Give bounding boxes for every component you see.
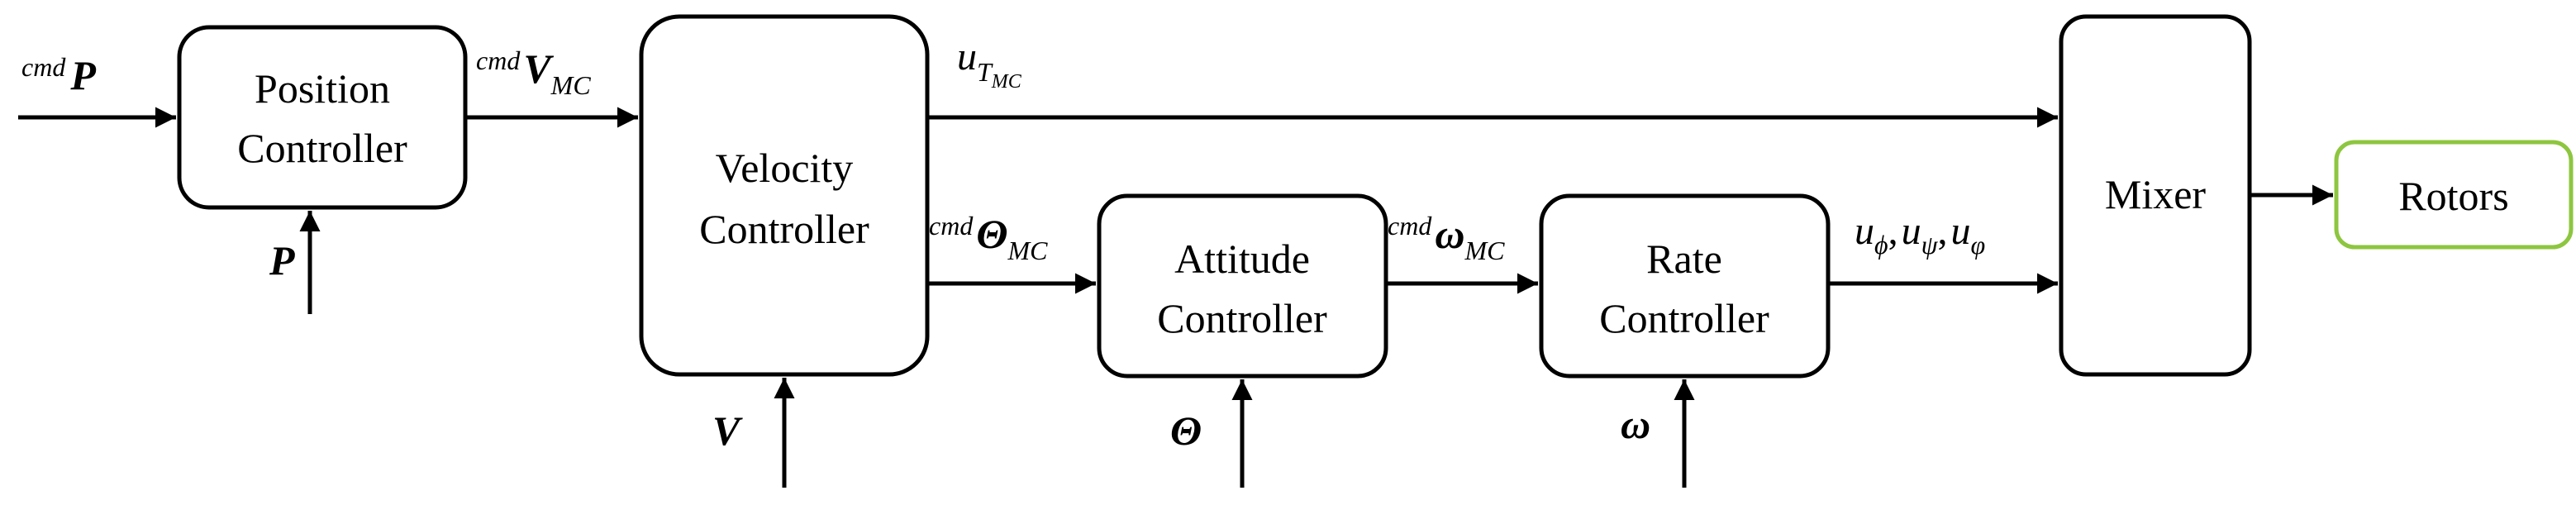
velocity-controller-block: Velocity Controller (639, 14, 930, 377)
position-controller-block: Position Controller (177, 25, 468, 210)
velocity-controller-label-2: Controller (699, 206, 869, 252)
attitude-controller-label-1: Attitude (1174, 236, 1310, 282)
mixer-label: Mixer (2105, 171, 2207, 217)
mixer-block: Mixer (2059, 14, 2252, 377)
thrust-signal-label: uTMC (957, 35, 1022, 93)
cmd-omega-label: cmdωMC (1388, 211, 1505, 265)
rotors-label: Rotors (2398, 173, 2508, 219)
cmd-v-label: cmdVMC (476, 45, 591, 100)
cmd-theta-label: cmdΘMC (929, 211, 1048, 265)
rate-controller-label-2: Controller (1599, 295, 1769, 341)
attitude-inputs-label: uϕ,uψ,uφ (1855, 209, 1985, 260)
theta-feedback-label: Θ (1170, 407, 1202, 454)
rotors-block: Rotors (2334, 140, 2574, 250)
attitude-controller-label-2: Controller (1157, 295, 1327, 341)
attitude-controller-block: Attitude Controller (1097, 193, 1388, 379)
position-controller-label-1: Position (255, 65, 390, 112)
v-feedback-label: V (712, 407, 743, 454)
position-controller-label-2: Controller (237, 125, 407, 171)
velocity-controller-label-1: Velocity (716, 145, 854, 191)
rate-controller-label-1: Rate (1646, 236, 1722, 282)
p-feedback-label: P (269, 237, 295, 283)
omega-feedback-label: ω (1621, 401, 1650, 447)
rate-controller-block: Rate Controller (1539, 193, 1831, 379)
